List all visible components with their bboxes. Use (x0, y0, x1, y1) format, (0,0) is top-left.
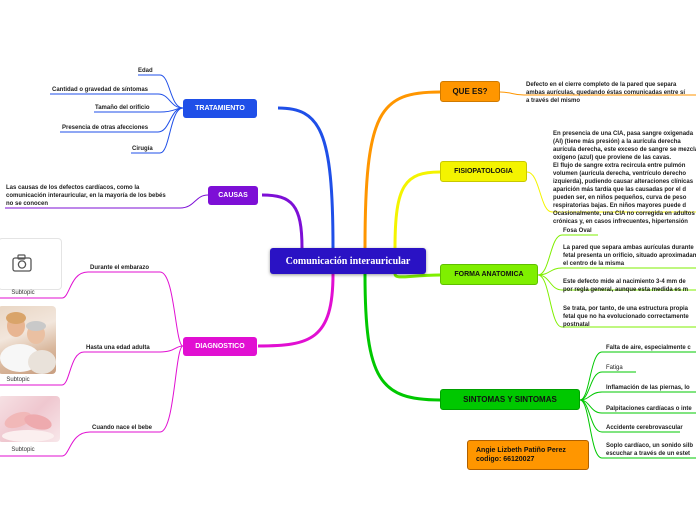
sintoma-fatiga[interactable]: Fatiga (606, 365, 623, 371)
leaf-durante-embarazo[interactable]: Durante el embarazo (90, 265, 150, 271)
author-box[interactable]: Angie Lizbeth Patiño Perez codigo: 66120… (467, 440, 589, 470)
sintoma-accidente[interactable]: Accidente cerebrovascular (606, 425, 683, 431)
que-es-text[interactable]: Defecto en el cierre completo de la pare… (526, 82, 686, 104)
topic-sintomas[interactable]: SINTOMAS Y SINTOMAS (440, 389, 580, 410)
subtopic-label-2: Subtopic (6, 377, 30, 383)
central-topic[interactable]: Comunicación interauricular (270, 248, 426, 274)
topic-fisiopatologia[interactable]: FISIOPATOLOGIA (440, 161, 527, 182)
topic-que-es[interactable]: QUE ES? (440, 81, 500, 102)
leaf-edad[interactable]: Edad (138, 68, 153, 74)
subtopic-label-1: Subtopic (11, 290, 35, 296)
topic-causas[interactable]: CAUSAS (208, 186, 258, 205)
author-text: Angie Lizbeth Patiño Perez codigo: 66120… (476, 447, 566, 463)
subtopic-label-3: Subtopic (11, 447, 35, 453)
forma-fosa-oval[interactable]: Fosa Oval (563, 228, 592, 234)
leaf-cirugia[interactable]: Cirugía (132, 146, 153, 152)
leaf-tamano-orificio[interactable]: Tamaño del orificio (95, 105, 150, 111)
baby-feet-photo (0, 396, 60, 442)
topic-tratamiento[interactable]: TRATAMIENTO (183, 99, 257, 118)
leaf-otras-afecciones[interactable]: Presencia de otras afecciones (62, 125, 149, 131)
topic-forma-anatomica[interactable]: FORMA ANATOMICA (440, 264, 538, 285)
camera-icon (12, 254, 32, 272)
family-photo (0, 306, 56, 374)
topic-diagnostico[interactable]: DIAGNOSTICO (183, 337, 257, 356)
leaf-nace-bebe[interactable]: Cuando nace el bebe (92, 425, 153, 431)
camera-placeholder-card[interactable] (0, 238, 62, 290)
causas-text[interactable]: Las causas de los defectos cardíacos, co… (6, 185, 166, 207)
leaf-edad-adulta[interactable]: Hasta una edad adulta (86, 345, 150, 351)
forma-estructura[interactable]: Se trata, por tanto, de una estructura p… (563, 306, 689, 328)
fisiopatologia-text[interactable]: En presencia de una CIA, pasa sangre oxi… (553, 131, 696, 225)
forma-defecto-mide[interactable]: Este defecto mide al nacimiento 3-4 mm d… (563, 279, 689, 293)
sintoma-inflamacion[interactable]: Inflamación de las piernas, lo (606, 385, 690, 391)
forma-pared[interactable]: La pared que separa ambas aurículas dura… (563, 245, 696, 267)
sintoma-palpitaciones[interactable]: Palpitaciones cardíacas o inte (606, 406, 692, 412)
sintoma-soplo[interactable]: Soplo cardíaco, un sonido silb escuchar … (606, 443, 694, 457)
leaf-cantidad-sintomas[interactable]: Cantidad o gravedad de síntomas (52, 87, 149, 93)
sintoma-falta-aire[interactable]: Falta de aire, especialmente c (606, 345, 691, 351)
